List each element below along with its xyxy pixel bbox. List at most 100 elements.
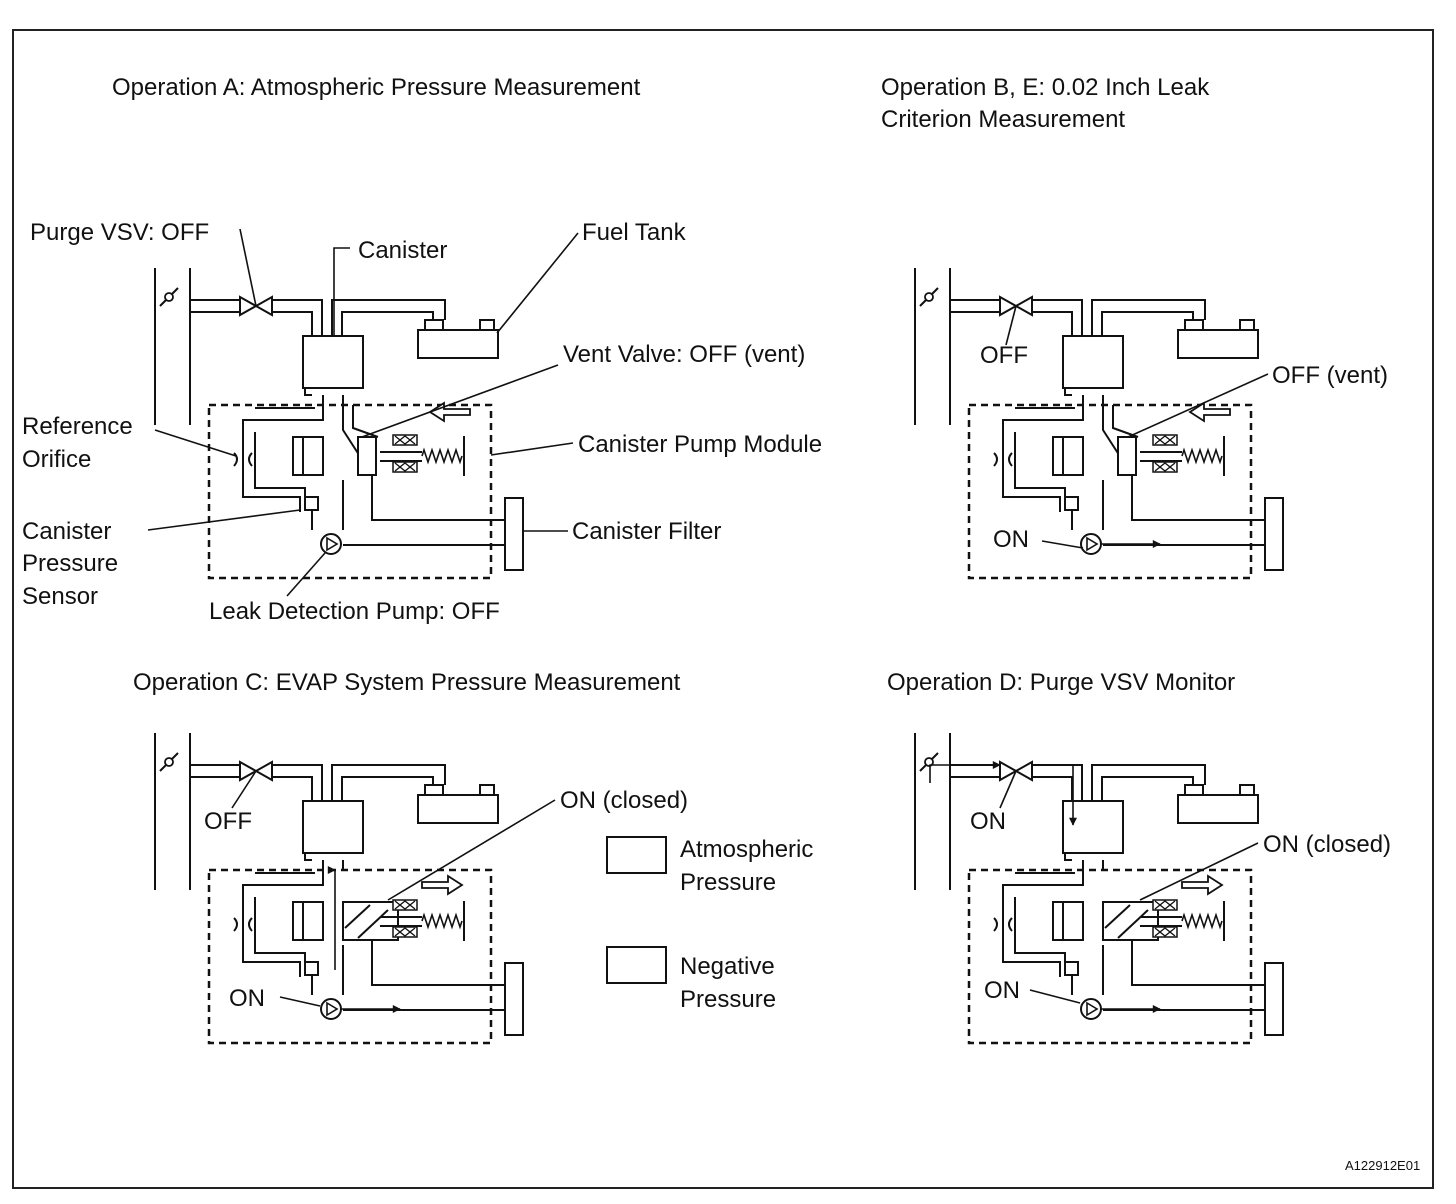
purge-vsv-left bbox=[999, 760, 1019, 782]
panel-a-title: Operation A: Atmospheric Pressure Measur… bbox=[112, 74, 641, 101]
canister-tank-top bbox=[331, 764, 446, 801]
canister bbox=[302, 335, 364, 389]
purge-vsv-right bbox=[1013, 760, 1033, 782]
leader-line-2 bbox=[496, 232, 579, 334]
fuel-tank-cap-right bbox=[1239, 319, 1255, 331]
pressure-sensor-label-1: Canister bbox=[22, 518, 112, 545]
vent-to-filter bbox=[371, 940, 505, 986]
pump-arrow-icon bbox=[1086, 536, 1099, 552]
solenoid-coil-top bbox=[1152, 899, 1178, 911]
leader-line-2 bbox=[1029, 989, 1081, 1004]
fuel-tank-cap-right bbox=[479, 784, 495, 796]
purge-vsv-right bbox=[253, 295, 273, 317]
flow-arrow-left-icon bbox=[1188, 401, 1231, 423]
canister-pressure-sensor bbox=[304, 961, 319, 976]
fuel-tank-cap-right bbox=[479, 319, 495, 331]
canister-pressure-sensor bbox=[1064, 496, 1079, 511]
purge-flow-in bbox=[929, 761, 1001, 783]
purge-flow-down bbox=[1032, 764, 1077, 826]
vent-hatch-1 bbox=[344, 904, 371, 929]
reference-loop-inner bbox=[254, 897, 306, 963]
leader-line-3 bbox=[361, 364, 559, 438]
canister-tank-top bbox=[1091, 299, 1206, 336]
vsv-to-canister-bottom bbox=[1032, 776, 1073, 801]
panel-d-vent-label: ON (closed) bbox=[1263, 831, 1392, 858]
canister-filter bbox=[504, 962, 524, 1036]
fuel-tank-cap-left bbox=[424, 784, 444, 796]
vent-hatch-2 bbox=[357, 909, 389, 939]
vent-valve-slider bbox=[1117, 436, 1137, 476]
figure-id: A122912E01 bbox=[1345, 1158, 1421, 1173]
canister-bottom-pipe bbox=[304, 853, 312, 861]
vent-valve-closed bbox=[342, 901, 399, 941]
spring bbox=[421, 447, 463, 465]
panel-c-vsv-label: OFF bbox=[204, 808, 252, 835]
vent-hatch-1 bbox=[1104, 904, 1131, 929]
canister-filter bbox=[504, 497, 524, 571]
legend-atmospheric-label-1: Atmospheric bbox=[680, 836, 814, 863]
pump-arrow-icon bbox=[326, 1001, 339, 1017]
reference-orifice bbox=[993, 917, 1013, 932]
canister-pump-module bbox=[207, 868, 493, 1045]
leader-line-0 bbox=[999, 770, 1017, 809]
leader-line-2 bbox=[1041, 540, 1084, 549]
throttle-pivot bbox=[164, 757, 174, 767]
spring bbox=[421, 912, 463, 930]
panel-d-pump-label: ON bbox=[984, 977, 1020, 1004]
purge-vsv-left bbox=[239, 760, 259, 782]
vent-valve-label: Vent Valve: OFF (vent) bbox=[563, 341, 806, 368]
solenoid-coil-top bbox=[392, 899, 418, 911]
flow-arrow-right-icon bbox=[421, 874, 464, 896]
canister-pump-module bbox=[967, 868, 1253, 1045]
canister bbox=[1062, 800, 1124, 854]
reference-orifice-label-2: Orifice bbox=[22, 446, 92, 473]
solenoid-coil-bottom bbox=[392, 926, 418, 938]
solenoid-coil-top bbox=[1152, 434, 1178, 446]
canister-bottom-pipe bbox=[1064, 388, 1072, 396]
reference-loop-inner bbox=[1014, 432, 1066, 498]
legend bbox=[606, 836, 667, 984]
vent-to-filter bbox=[1131, 940, 1265, 986]
leader-line-0 bbox=[239, 228, 257, 307]
leak-detection-pump-label: Leak Detection Pump: OFF bbox=[209, 598, 500, 625]
fuel-tank-cap-left bbox=[1184, 784, 1204, 796]
vsv-to-canister-top bbox=[272, 764, 323, 801]
panel-b-title-1: Operation B, E: 0.02 Inch Leak bbox=[881, 74, 1210, 101]
leader-line-4 bbox=[154, 429, 237, 457]
vent-valve-body bbox=[292, 901, 324, 941]
panel-b-vent-label: OFF (vent) bbox=[1272, 362, 1389, 389]
vsv-to-canister-top bbox=[272, 299, 323, 336]
canister-filter bbox=[1264, 962, 1284, 1036]
leader-line-1 bbox=[333, 247, 350, 336]
fuel-tank-cap-right bbox=[1239, 784, 1255, 796]
throttle-pivot bbox=[164, 292, 174, 302]
vent-valve-body bbox=[292, 436, 324, 476]
system-b bbox=[914, 268, 1284, 580]
throttle-pivot bbox=[924, 757, 934, 767]
purge-vsv-left bbox=[239, 295, 259, 317]
canister-label: Canister bbox=[358, 237, 448, 264]
reference-loop-outer bbox=[1002, 870, 1084, 977]
legend-negative-swatch bbox=[606, 946, 667, 984]
system-a bbox=[147, 228, 579, 597]
panel-d-title: Operation D: Purge VSV Monitor bbox=[887, 669, 1236, 696]
canister-bottom-pipe bbox=[1064, 853, 1072, 861]
panel-c-pump-label: ON bbox=[229, 985, 265, 1012]
panel-c-title: Operation C: EVAP System Pressure Measur… bbox=[133, 669, 681, 696]
vent-to-filter bbox=[1131, 475, 1265, 521]
leader-line-1 bbox=[387, 799, 556, 901]
panel-b-vsv-label: OFF bbox=[980, 342, 1028, 369]
panel-b-title-2: Criterion Measurement bbox=[881, 106, 1126, 133]
canister bbox=[1062, 335, 1124, 389]
throttle-pivot bbox=[924, 292, 934, 302]
reference-loop-inner bbox=[254, 432, 306, 498]
leader-line-5 bbox=[490, 442, 574, 456]
pump-arrow-icon bbox=[1086, 1001, 1099, 1017]
reference-loop-outer bbox=[1002, 405, 1084, 512]
vsv-to-canister-top bbox=[1032, 764, 1083, 801]
canister-bottom-pipe bbox=[304, 388, 312, 396]
leader-line-2 bbox=[279, 996, 321, 1007]
reference-orifice bbox=[233, 917, 253, 932]
purge-vsv-left bbox=[999, 295, 1019, 317]
purge-vsv-right bbox=[1013, 295, 1033, 317]
